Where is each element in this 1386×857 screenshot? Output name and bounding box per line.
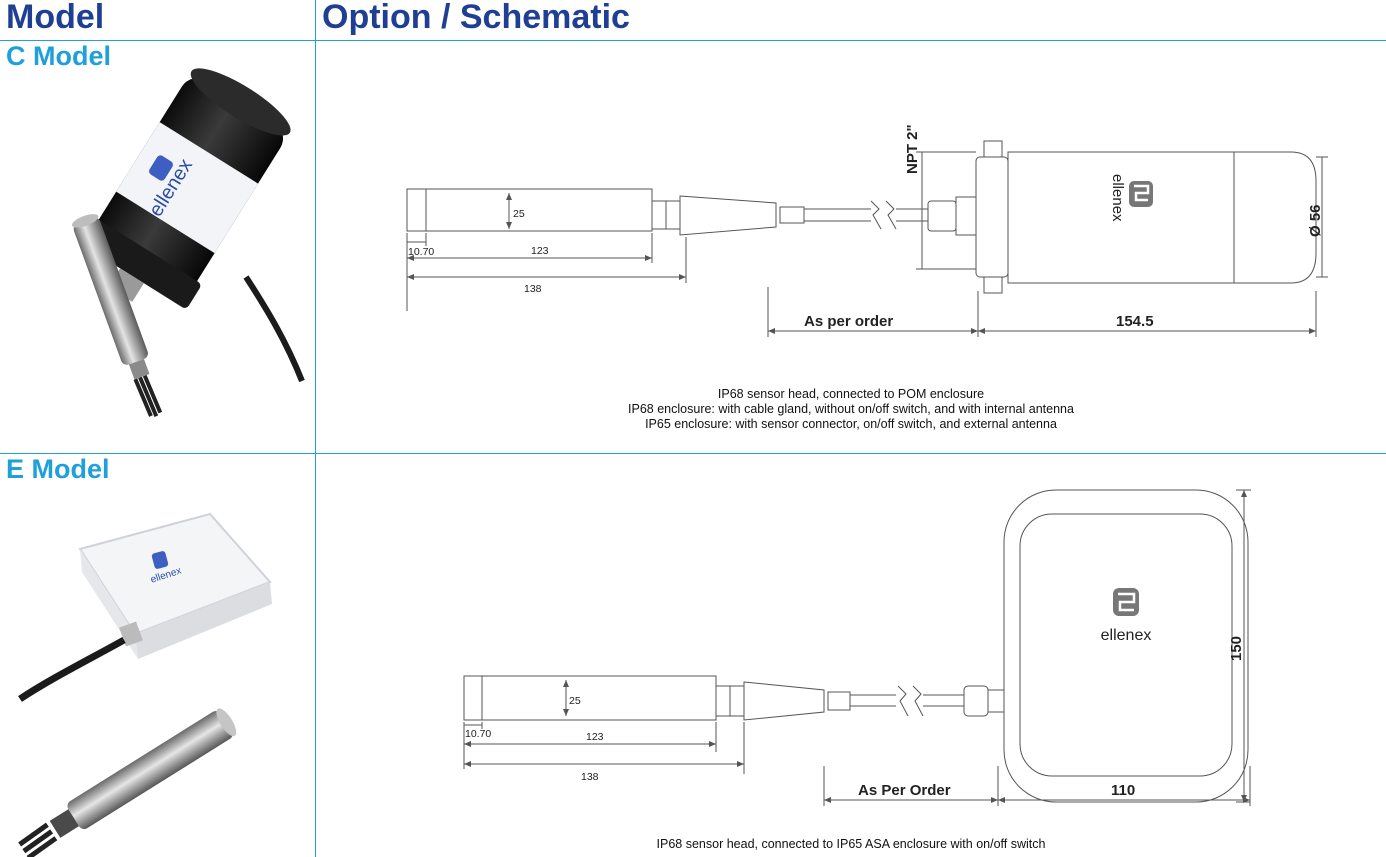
c-caption-line-2: IP68 enclosure: with cable gland, withou… <box>628 402 1074 416</box>
c-model-name: C Model <box>6 41 111 71</box>
e-model-cell: E Model ellenex <box>0 454 316 857</box>
e-enclosure-width-label: 110 <box>1111 782 1135 799</box>
c-body-length-label: 123 <box>531 245 549 257</box>
e-model-name: E Model <box>6 454 110 484</box>
c-caption-line-1: IP68 sensor head, connected to POM enclo… <box>717 387 985 401</box>
option-column-header: Option / Schematic <box>316 0 1386 41</box>
e-enclosure-height-label: 150 <box>1228 636 1245 661</box>
e-sensor-head-body <box>463 675 717 721</box>
e-cable-length-label: As Per Order <box>858 782 951 799</box>
c-height-label: 25 <box>513 208 525 220</box>
c-model-product-photo: ellenex <box>71 68 305 418</box>
c-model-schematic-drawing: ellenex 25 10.70 123 138 As per order 15… <box>406 124 1328 337</box>
e-enclosure-body <box>1003 489 1249 803</box>
e-body-length-label: 123 <box>586 731 604 743</box>
c-caption-line-3: IP65 enclosure: with sensor connector, o… <box>645 417 1057 431</box>
e-model-schematic-drawing: ellenex 25 10.70 123 138 As Per Order 11… <box>463 489 1251 806</box>
e-model-schematic-cell: ellenex 25 10.70 123 138 As Per Order 11… <box>316 454 1386 857</box>
c-cable-length-label: As per order <box>804 313 893 330</box>
c-enclosure-body <box>1007 151 1317 284</box>
model-header-label: Model <box>6 0 105 36</box>
c-total-length-label: 138 <box>524 283 542 295</box>
c-enclosure-length-label: 154.5 <box>1116 313 1154 330</box>
option-header-label: Option / Schematic <box>322 0 630 36</box>
e-total-length-label: 138 <box>581 771 599 783</box>
c-thread-label: NPT 2" <box>904 124 921 174</box>
c-enclosure-logo: ellenex <box>1109 174 1126 222</box>
e-model-caption: IP68 sensor head, connected to IP65 ASA … <box>316 837 1386 852</box>
e-caption-line-1: IP68 sensor head, connected to IP65 ASA … <box>656 837 1046 851</box>
model-column-header: Model <box>0 0 316 41</box>
c-diameter-label: Ø 56 <box>1307 204 1324 237</box>
c-sensor-head-body <box>406 188 653 232</box>
e-model-product-photo: ellenex <box>18 512 272 857</box>
e-offset-label: 10.70 <box>465 728 491 740</box>
c-model-cell: C Model ellenex <box>0 41 316 454</box>
c-model-caption: IP68 sensor head, connected to POM enclo… <box>316 387 1386 432</box>
c-model-schematic-cell: ellenex 25 10.70 123 138 As per order 15… <box>316 41 1386 454</box>
e-enclosure-logo: ellenex <box>1101 627 1152 644</box>
e-height-label: 25 <box>569 695 581 707</box>
c-offset-label: 10.70 <box>408 246 434 258</box>
